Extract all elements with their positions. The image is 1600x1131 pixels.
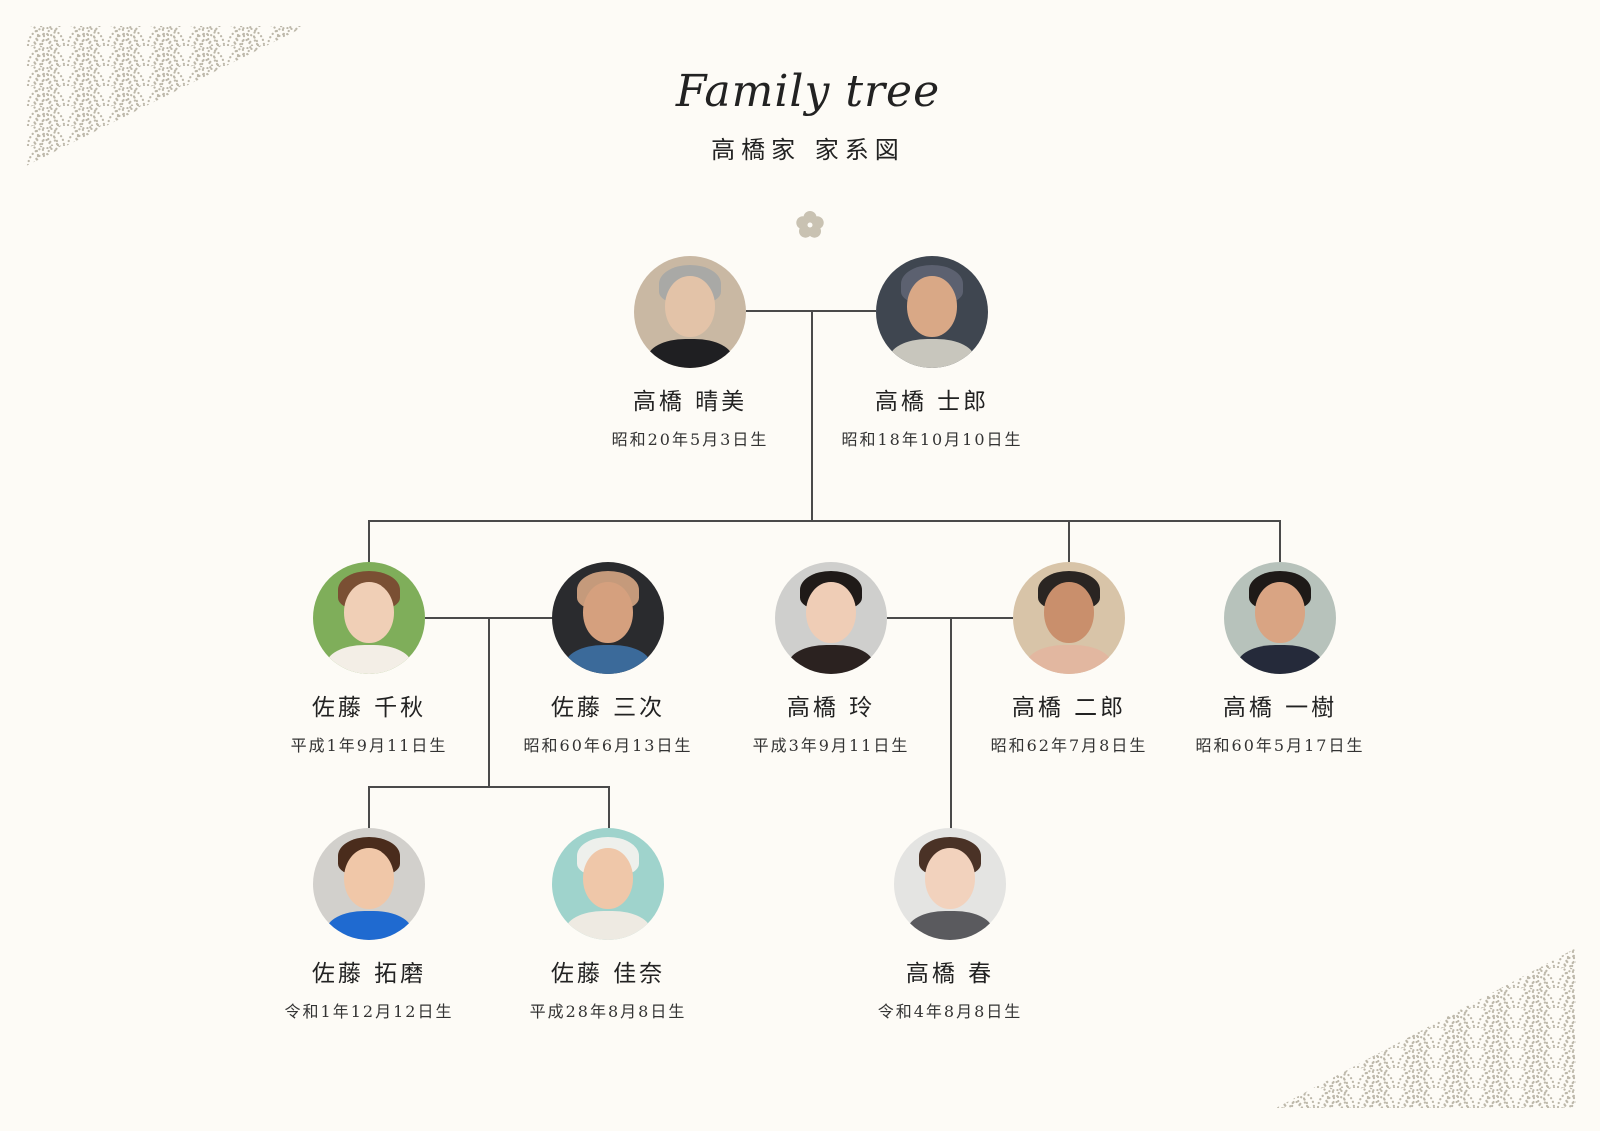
connector-takahashi-down [950,617,952,829]
person-birthdate: 昭和62年7月8日生 [990,736,1148,755]
connector-gen2-drop-jiro [1068,520,1070,562]
person-card-jiro[interactable]: 高橋 二郎 昭和62年7月8日生 [959,562,1179,756]
avatar-photo [552,562,664,674]
page-title: Family tree [675,66,941,117]
person-name: 佐藤 千秋 [311,695,427,721]
plum-blossom-crest-icon [796,211,824,238]
avatar-photo [894,828,1006,940]
avatar-photo [552,828,664,940]
connector-gen2-horizontal [368,520,1281,522]
person-birthdate: 昭和60年5月17日生 [1195,736,1365,755]
avatar-photo [775,562,887,674]
person-card-chiaki[interactable]: 佐藤 千秋 平成1年9月11日生 [259,562,479,756]
person-birthdate: 平成1年9月11日生 [290,736,448,755]
person-name: 高橋 二郎 [1011,695,1127,721]
person-birthdate: 平成3年9月11日生 [752,736,910,755]
avatar-photo [313,828,425,940]
person-card-kazuki[interactable]: 高橋 一樹 昭和60年5月17日生 [1170,562,1390,756]
wave-pattern-top-left-icon [26,26,306,166]
connector-gen3-drop-kana [608,786,610,828]
connector-gen1-down [811,310,813,522]
connector-gen3-drop-takuma [368,786,370,828]
person-card-shiro[interactable]: 高橋 士郎 昭和18年10月10日生 [822,256,1042,450]
wave-pattern-bottom-right-icon [1276,948,1576,1108]
person-birthdate: 平成28年8月8日生 [529,1002,687,1021]
person-name: 高橋 晴美 [632,389,748,415]
person-card-haru[interactable]: 高橋 春 令和4年8月8日生 [840,828,1060,1022]
person-name: 佐藤 佳奈 [550,961,666,987]
person-card-harumi[interactable]: 高橋 晴美 昭和20年5月3日生 [580,256,800,450]
avatar-photo [1013,562,1125,674]
connector-gen2-drop-kazuki [1279,520,1281,562]
person-birthdate: 令和4年8月8日生 [877,1002,1023,1021]
avatar-photo [313,562,425,674]
person-name: 高橋 春 [905,961,995,987]
person-name: 高橋 玲 [786,695,876,721]
person-birthdate: 昭和18年10月10日生 [841,430,1023,449]
person-name: 高橋 士郎 [874,389,990,415]
person-birthdate: 令和1年12月12日生 [284,1002,454,1021]
page-subtitle: 高橋家 家系図 [711,136,905,164]
person-card-kana[interactable]: 佐藤 佳奈 平成28年8月8日生 [498,828,718,1022]
person-card-takuma[interactable]: 佐藤 拓磨 令和1年12月12日生 [259,828,479,1022]
person-name: 高橋 一樹 [1222,695,1338,721]
avatar-photo [876,256,988,368]
person-card-rei[interactable]: 高橋 玲 平成3年9月11日生 [721,562,941,756]
person-card-sanji[interactable]: 佐藤 三次 昭和60年6月13日生 [498,562,718,756]
connector-sato-down [488,617,490,787]
person-name: 佐藤 拓磨 [311,961,427,987]
person-birthdate: 昭和60年6月13日生 [523,736,693,755]
person-birthdate: 昭和20年5月3日生 [611,430,769,449]
person-name: 佐藤 三次 [550,695,666,721]
connector-gen2-drop-chiaki [368,520,370,562]
avatar-photo [1224,562,1336,674]
avatar-photo [634,256,746,368]
connector-gen3-horizontal [368,786,610,788]
